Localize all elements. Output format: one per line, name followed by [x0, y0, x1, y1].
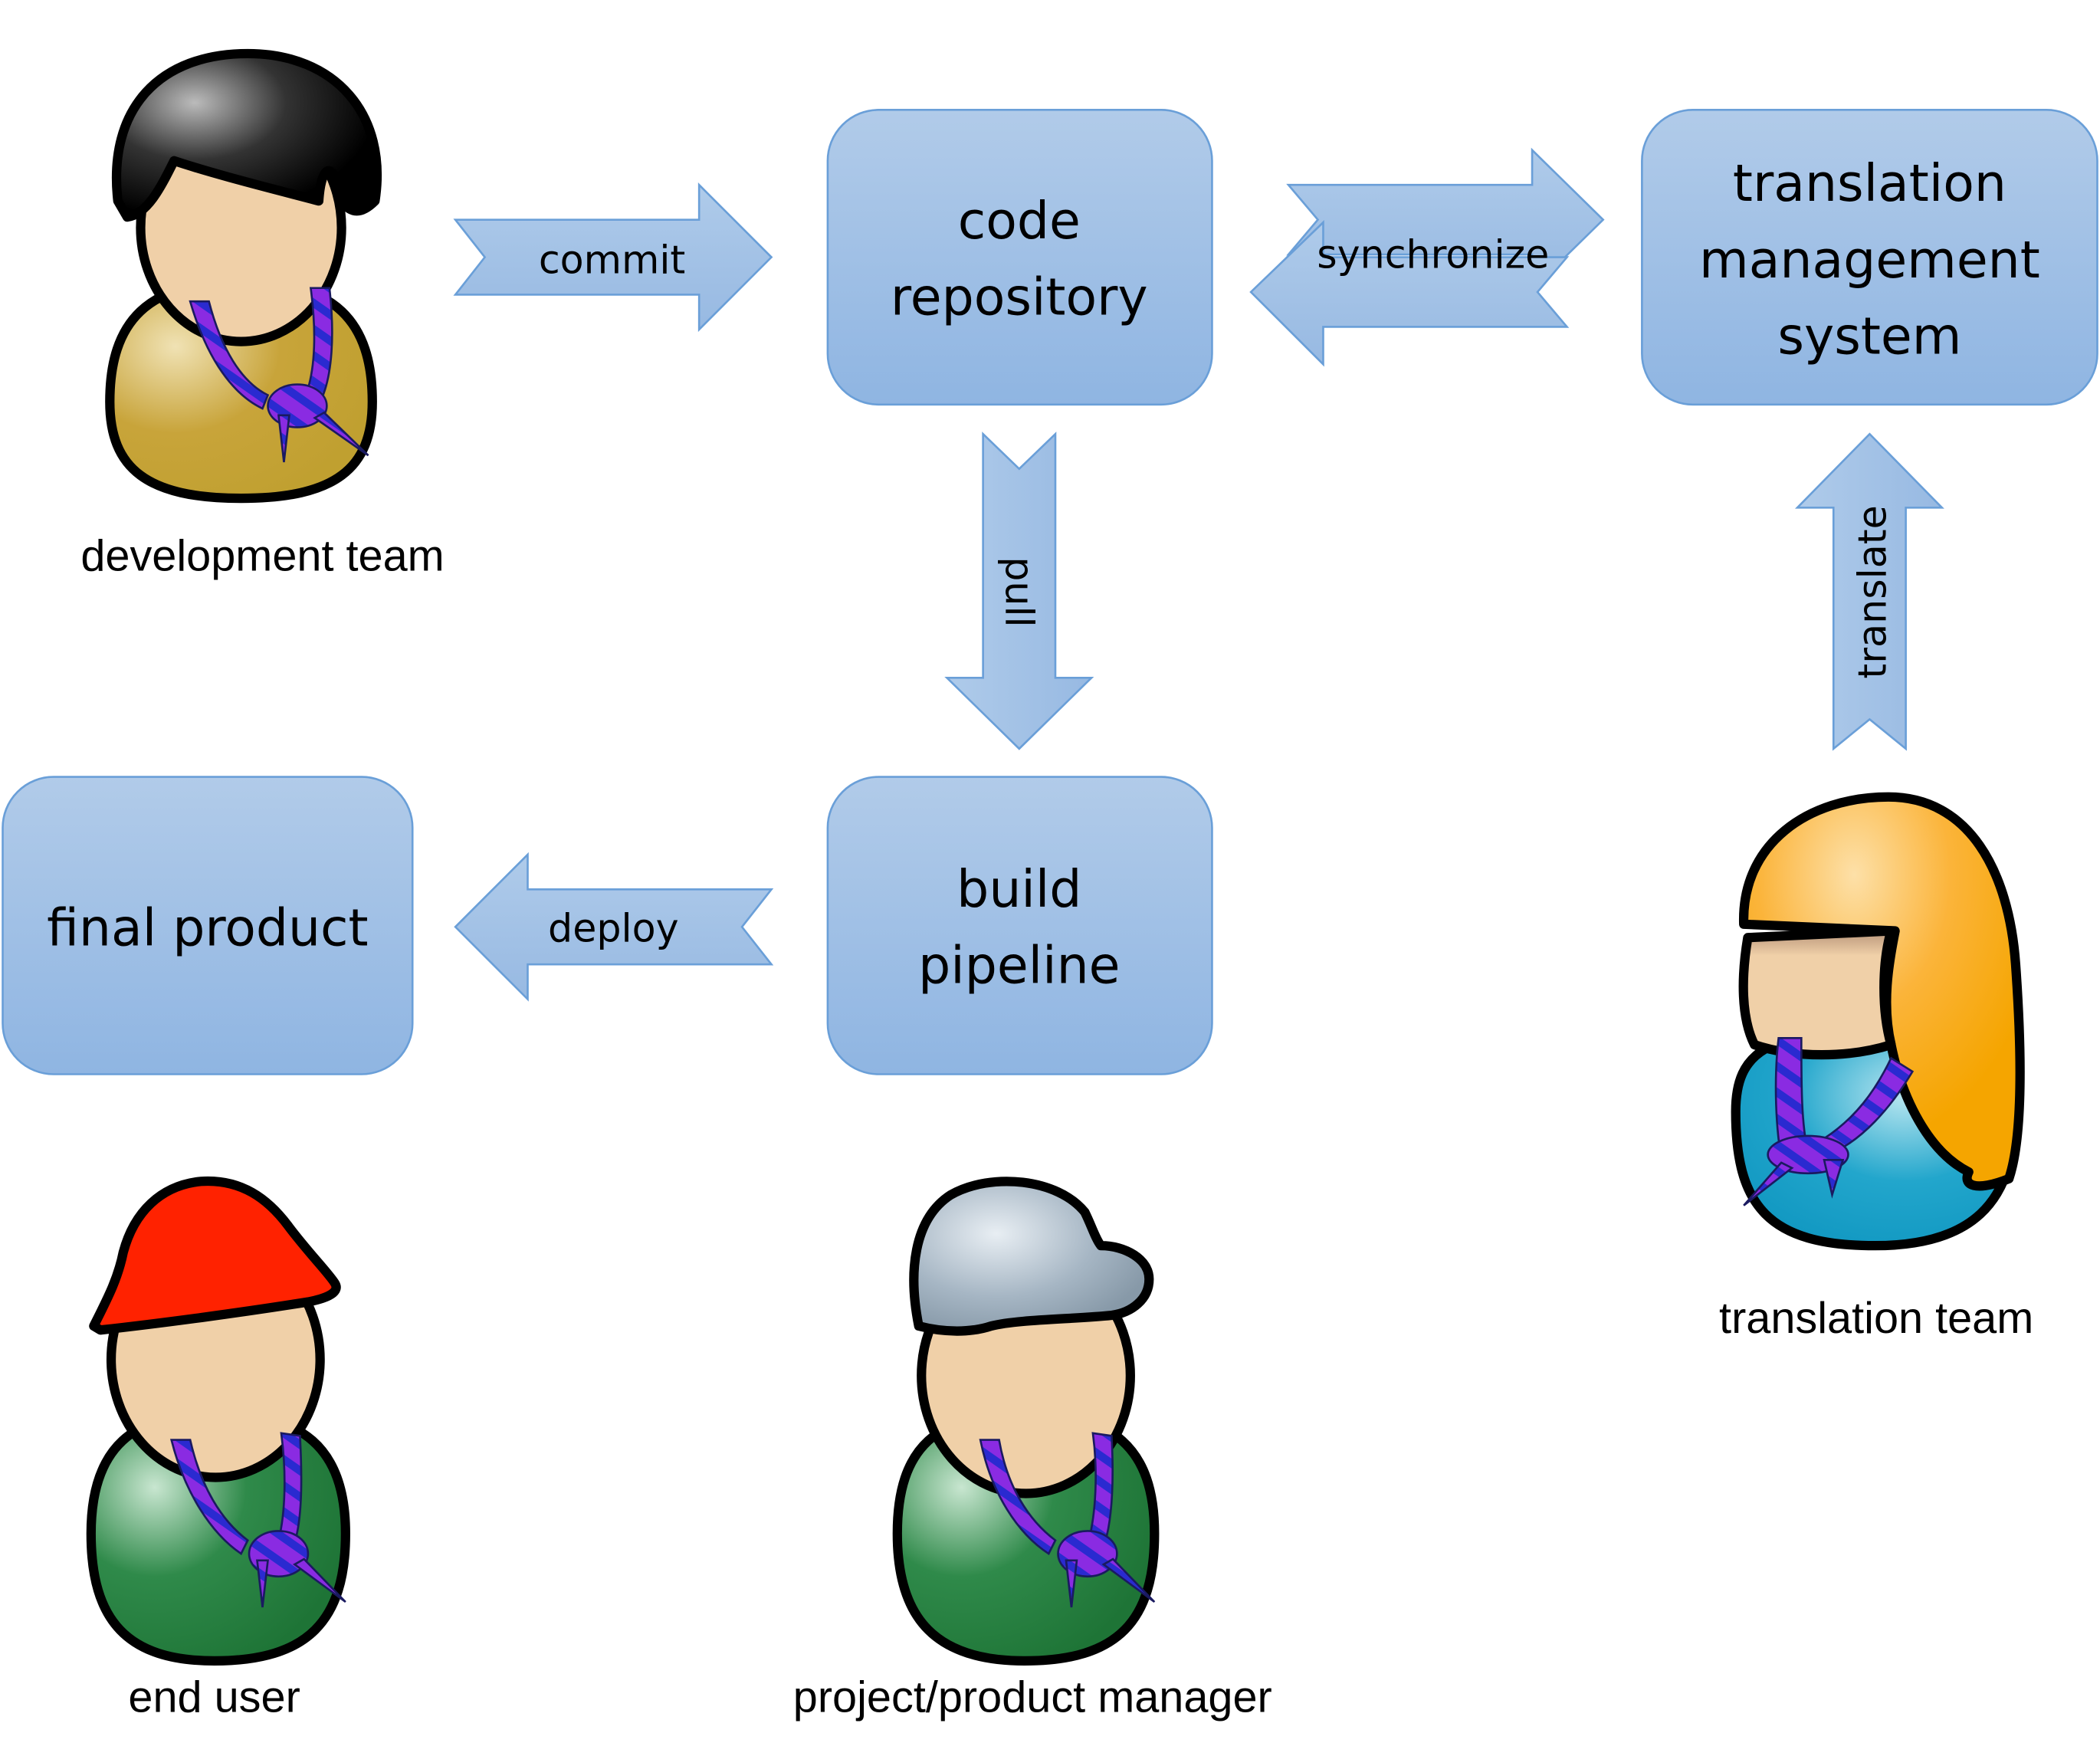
code-repository-label-line2: repository — [891, 268, 1148, 327]
final-product-label: final product — [47, 898, 368, 958]
translate-arrow: translate — [1794, 432, 1944, 751]
pull-arrow-label: pull — [996, 556, 1042, 627]
commit-arrow: commit — [453, 182, 773, 333]
development-team-avatar — [105, 48, 382, 504]
tms-label-line2: management — [1699, 230, 2040, 290]
end-user-avatar — [86, 1176, 350, 1666]
build-pipeline-box[interactable]: build pipeline — [826, 776, 1213, 1075]
translation-management-system-box[interactable]: translation management system — [1641, 109, 2098, 406]
code-repository-box[interactable]: code repository — [826, 109, 1213, 406]
build-pipeline-label-line2: pipeline — [918, 936, 1120, 996]
project-manager-avatar — [892, 1177, 1160, 1666]
project-manager-label: project/product manager — [793, 1672, 1272, 1722]
translation-team-label: translation team — [1719, 1294, 2033, 1343]
tms-label-line1: translation — [1733, 153, 2006, 213]
pull-arrow: pull — [944, 432, 1094, 750]
deploy-arrow: deploy — [454, 852, 774, 1002]
code-repository-label-line1: code — [958, 191, 1081, 251]
synchronize-arrow-label: synchronize — [1317, 232, 1549, 277]
translation-team-avatar — [1731, 792, 2025, 1251]
build-pipeline-label-line1: build — [956, 859, 1081, 919]
deploy-arrow-label: deploy — [548, 906, 679, 951]
commit-arrow-label: commit — [539, 238, 685, 283]
final-product-box[interactable]: final product — [2, 776, 414, 1075]
synchronize-arrow: synchronize — [1249, 147, 1605, 367]
tms-label-line3: system — [1777, 306, 1961, 366]
development-team-label: development team — [80, 531, 444, 580]
translate-arrow-label: translate — [1849, 505, 1895, 678]
end-user-label: end user — [128, 1672, 300, 1722]
